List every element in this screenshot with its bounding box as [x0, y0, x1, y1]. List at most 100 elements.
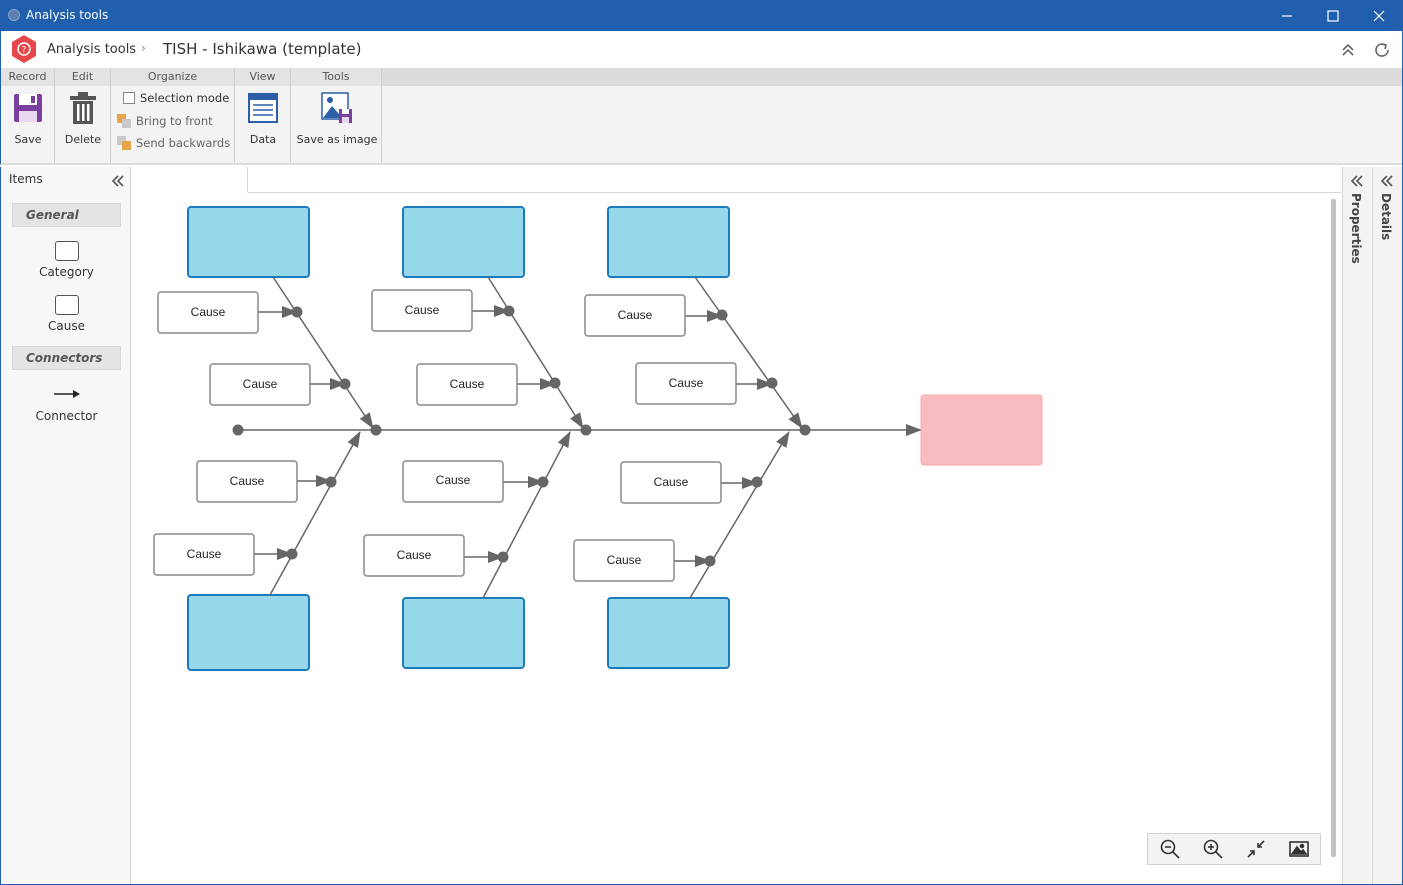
- cause-box[interactable]: Cause: [153, 533, 255, 576]
- cause-box[interactable]: Cause: [620, 461, 722, 504]
- breadcrumb-separator: ›: [141, 41, 146, 55]
- data-label: Data: [249, 133, 277, 146]
- shrink-arrows-icon: [1246, 840, 1265, 858]
- ribbon-group-view: View Data: [235, 68, 291, 163]
- category-box[interactable]: [402, 206, 525, 278]
- save-as-image-button[interactable]: Save as image: [295, 90, 379, 146]
- send-backwards-button[interactable]: Send backwards: [116, 135, 230, 151]
- cause-box-label: Cause: [397, 548, 432, 562]
- connector-tool[interactable]: Connector: [12, 387, 121, 423]
- diagram-canvas[interactable]: Cause Cause Cause Cause Cause Cause Caus…: [132, 167, 1341, 885]
- selection-mode-label: Selection mode: [140, 91, 230, 105]
- connector-tool-label: Connector: [35, 409, 98, 423]
- category-bones: [269, 276, 803, 599]
- zoom-in-icon: [1203, 839, 1223, 859]
- effect-box[interactable]: [920, 394, 1043, 466]
- selection-mode-checkbox[interactable]: Selection mode: [123, 91, 229, 105]
- refresh-icon: [1375, 43, 1389, 57]
- cause-box-label: Cause: [450, 377, 485, 391]
- cause-box-label: Cause: [191, 305, 226, 319]
- bring-to-front-icon: [117, 114, 131, 128]
- fit-to-screen-button[interactable]: [1245, 838, 1267, 860]
- zoom-out-icon: [1160, 839, 1180, 859]
- category-tool[interactable]: Category: [12, 241, 121, 279]
- save-as-image-icon: [321, 92, 352, 123]
- cause-shape-icon: [54, 295, 79, 315]
- category-box[interactable]: [607, 206, 730, 278]
- export-image-button[interactable]: [1288, 838, 1310, 860]
- cause-box[interactable]: Cause: [196, 460, 298, 503]
- minimize-button[interactable]: [1264, 0, 1310, 31]
- breadcrumb-header: ? Analysis tools › TISH - Ishikawa (temp…: [0, 31, 1403, 68]
- cause-box-label: Cause: [436, 473, 471, 487]
- category-box[interactable]: [402, 597, 525, 669]
- ribbon-toolbar: Record Save Edit Delete Orga: [0, 68, 1403, 165]
- cause-box[interactable]: Cause: [363, 534, 465, 577]
- cause-box[interactable]: Cause: [209, 363, 311, 406]
- breadcrumb-root-link[interactable]: Analysis tools: [47, 42, 137, 57]
- properties-label: Properties: [1349, 193, 1363, 264]
- cause-box[interactable]: Cause: [635, 362, 737, 405]
- trash-icon: [70, 92, 96, 124]
- double-chevron-left-icon: [111, 175, 124, 187]
- bring-to-front-label: Bring to front: [136, 114, 213, 128]
- send-backwards-icon: [117, 136, 131, 150]
- save-as-image-label: Save as image: [296, 133, 378, 146]
- canvas-tab-divider: [248, 192, 1341, 193]
- cause-connectors: [254, 305, 773, 567]
- refresh-button[interactable]: [1373, 41, 1391, 59]
- cause-box[interactable]: Cause: [371, 289, 473, 332]
- zoom-in-button[interactable]: [1202, 838, 1224, 860]
- page-title: TISH - Ishikawa (template): [163, 40, 362, 58]
- group-title-edit: Edit: [55, 68, 110, 86]
- category-box[interactable]: [607, 597, 730, 669]
- close-button[interactable]: [1356, 0, 1402, 31]
- category-box[interactable]: [187, 594, 310, 671]
- properties-panel-collapsed[interactable]: Properties: [1342, 167, 1371, 885]
- app-logo-icon: ?: [12, 35, 36, 63]
- save-button[interactable]: Save: [7, 90, 49, 146]
- cause-box-label: Cause: [405, 303, 440, 317]
- cause-box[interactable]: Cause: [416, 363, 518, 406]
- save-label: Save: [14, 133, 42, 146]
- vertical-scrollbar[interactable]: [1331, 199, 1336, 857]
- cause-box[interactable]: Cause: [157, 291, 259, 334]
- expand-properties-button[interactable]: [1350, 173, 1364, 187]
- window-titlebar: Analysis tools: [0, 0, 1403, 31]
- canvas-tab[interactable]: [132, 167, 248, 193]
- bring-to-front-button[interactable]: Bring to front: [116, 113, 213, 129]
- data-button[interactable]: Data: [241, 90, 285, 146]
- collapse-up-icon: [1342, 43, 1354, 56]
- cause-box[interactable]: Cause: [573, 539, 675, 582]
- cause-box[interactable]: Cause: [402, 460, 504, 503]
- spine[interactable]: [232, 424, 922, 436]
- window-title: Analysis tools: [26, 8, 109, 22]
- save-icon: [14, 94, 42, 122]
- category-box[interactable]: [187, 206, 310, 278]
- expand-details-button[interactable]: [1380, 173, 1394, 187]
- zoom-out-button[interactable]: [1159, 838, 1181, 860]
- double-chevron-left-icon: [1380, 175, 1393, 187]
- group-title-organize: Organize: [111, 68, 234, 86]
- maximize-button[interactable]: [1310, 0, 1356, 31]
- collapse-header-button[interactable]: [1339, 41, 1357, 59]
- delete-button[interactable]: Delete: [61, 90, 105, 146]
- items-panel: Items General Category Cause Connectors …: [0, 167, 131, 885]
- checkbox-box: [123, 92, 135, 104]
- details-panel-collapsed[interactable]: Details: [1372, 167, 1402, 885]
- cause-box-label: Cause: [669, 376, 704, 390]
- maximize-icon: [1327, 9, 1339, 22]
- ribbon-group-tools: Tools Save as image: [291, 68, 382, 163]
- connectors-section-header[interactable]: Connectors: [12, 346, 121, 370]
- category-tool-label: Category: [39, 265, 94, 279]
- group-title-tools: Tools: [291, 68, 381, 86]
- cause-tool[interactable]: Cause: [12, 295, 121, 333]
- collapse-items-button[interactable]: [111, 173, 125, 187]
- close-icon: [1373, 10, 1385, 21]
- cause-box-label: Cause: [654, 475, 689, 489]
- cause-box[interactable]: Cause: [584, 294, 686, 337]
- items-panel-title: Items: [9, 172, 43, 186]
- general-section-header[interactable]: General: [12, 203, 121, 227]
- delete-label: Delete: [64, 133, 102, 146]
- junction-dots: [286, 305, 778, 567]
